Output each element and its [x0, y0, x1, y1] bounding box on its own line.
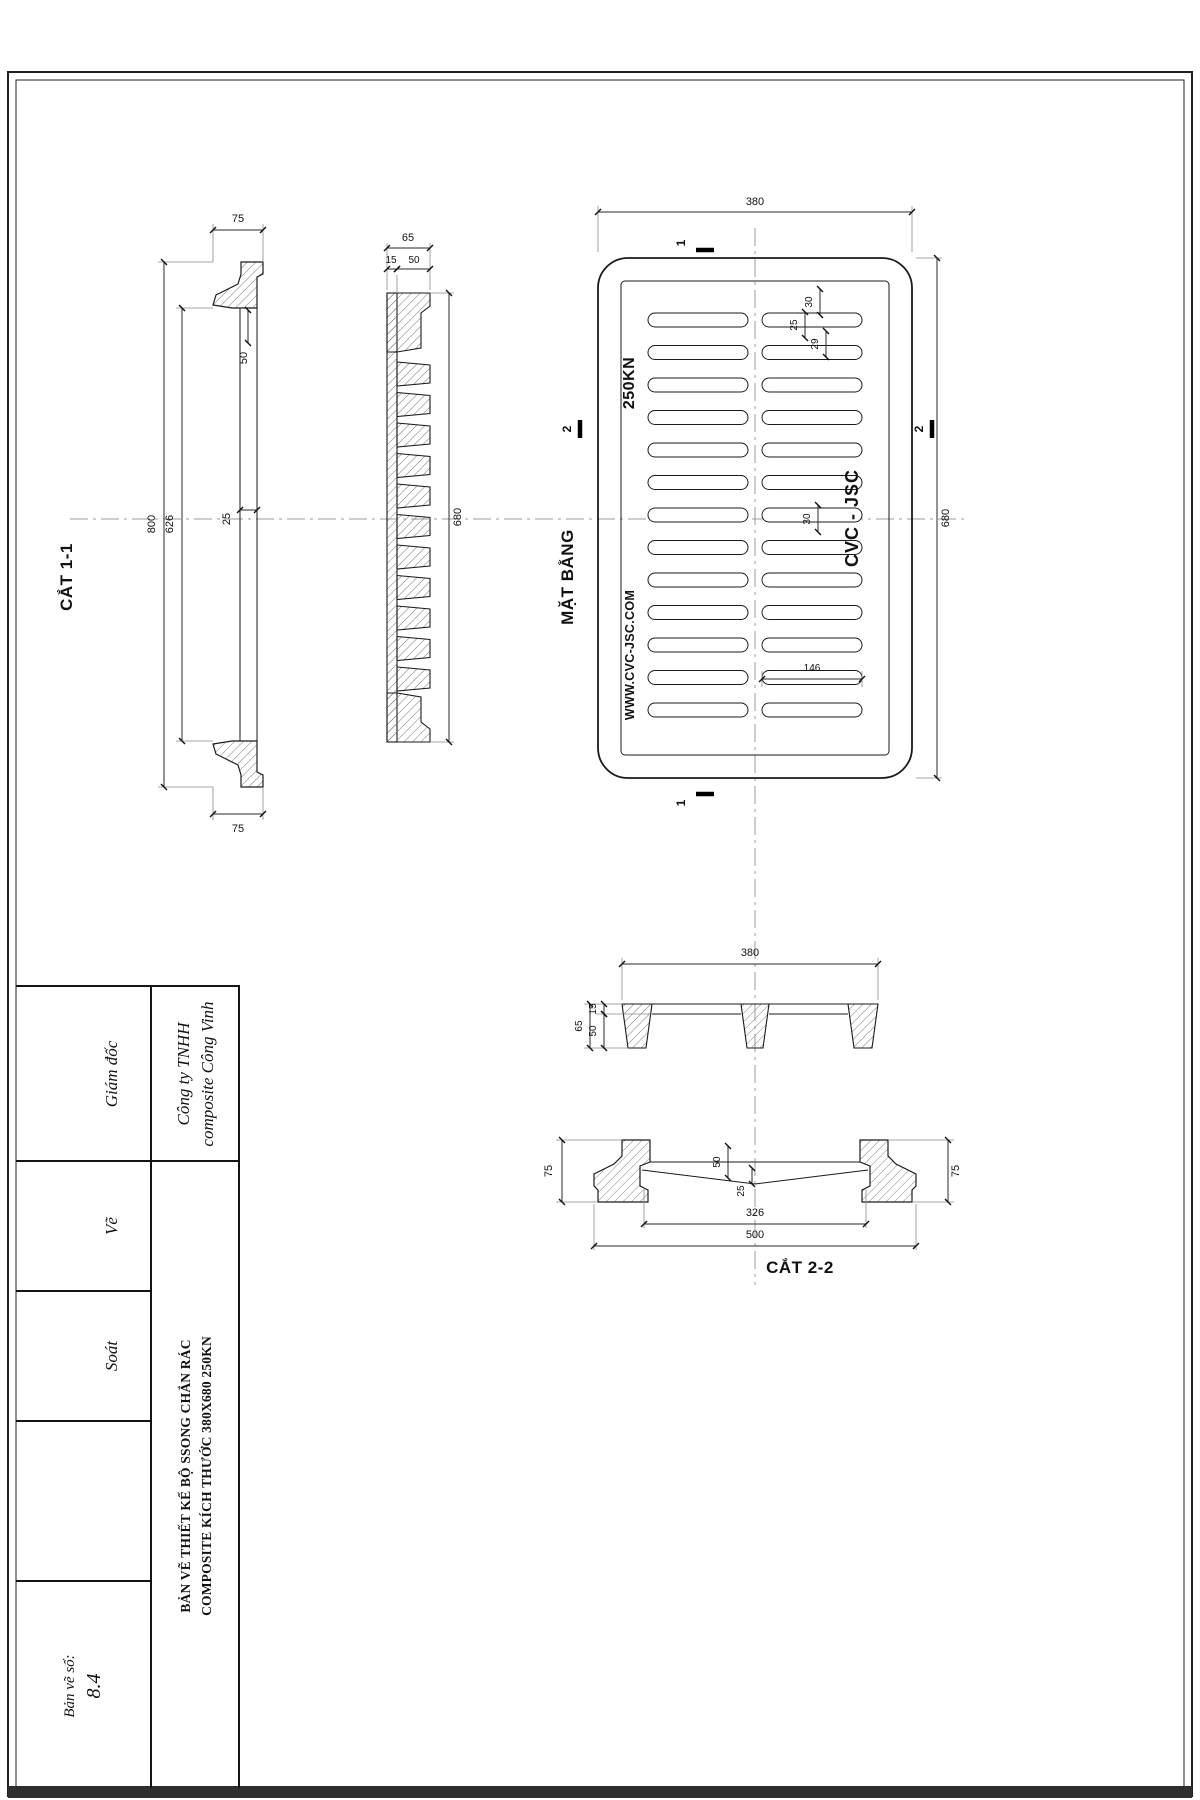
dim-25-web: 25 [221, 513, 233, 525]
role-director-label: Giám đốc [102, 1040, 122, 1107]
brand-marking: CVC - JSC [842, 469, 862, 567]
sheet-frame [7, 71, 1193, 1798]
dim-50-cover: 50 [588, 1025, 599, 1037]
dim-75-bottom: 75 [232, 823, 244, 835]
dim-50: 50 [408, 255, 420, 266]
dim-30-mid: 30 [802, 513, 813, 525]
section-1-label-bottom: 1 [674, 799, 688, 806]
dim-75-frame-right: 75 [950, 1165, 962, 1177]
plan-view-title: MẶT BẰNG [558, 529, 577, 625]
drawing-number: Bản vẽ số: 8.4 [59, 1654, 107, 1717]
drawing-title-line1: BẢN VẼ THIẾT KẾ BỘ SSONG CHẮN RÁC [178, 1339, 193, 1613]
website-marking: WWW.CVC-JSC.COM [623, 590, 637, 720]
cover-center-rib [740, 1003, 770, 1049]
grate-inner-edge [620, 280, 890, 756]
title-block: Giám đốc Vẽ Soát Bản vẽ số: 8.4 Công ty … [16, 985, 240, 1788]
dim-75-frame-left: 75 [543, 1165, 555, 1177]
dim-30-a: 30 [804, 296, 815, 308]
dim-380-plan: 380 [746, 196, 764, 208]
dim-75-top: 75 [232, 213, 244, 225]
section-1-1-title: CẮT 1-1 [57, 543, 76, 611]
dim-50-frame: 50 [712, 1156, 723, 1168]
role-check-label: Soát [102, 1340, 122, 1372]
dim-65: 65 [402, 232, 414, 244]
dim-380-cover: 380 [741, 947, 759, 959]
cover-end-left [621, 1003, 653, 1049]
dim-500: 500 [746, 1229, 764, 1241]
titleblock-cell-check: Soát [16, 1292, 150, 1422]
dim-15: 15 [385, 255, 397, 266]
grate-outer-frame [597, 257, 913, 779]
frame-profile-top [212, 261, 264, 309]
frame-profile-right [859, 1139, 917, 1203]
section-2-2-title: CẮT 2-2 [766, 1258, 834, 1277]
section-2-label-right: 2 [912, 425, 926, 432]
section-1-label-top: 1 [674, 239, 688, 246]
cover-end-right [847, 1003, 879, 1049]
dim-50-seat: 50 [238, 352, 250, 364]
titleblock-cell-empty [16, 1422, 150, 1582]
section-2-label-left: 2 [560, 425, 574, 432]
company-name: Công ty TNHH composite Công Vinh [172, 1001, 220, 1146]
drawing-title-line2: COMPOSITE KÍCH THƯỚC 380X680 250KN [199, 1336, 214, 1616]
view-bar-section: 65 15 50 680 [383, 232, 464, 746]
cover-plate-section [386, 292, 398, 743]
dim-25-frame: 25 [736, 1185, 747, 1197]
end-bar-top [386, 292, 431, 353]
company-name-line2: composite Công Vinh [198, 1000, 217, 1147]
view-section-2-2-cover: 380 15 50 65 [574, 947, 882, 1052]
company-name-line1: Công ty TNHH [174, 1022, 193, 1125]
frame-profile-bottom [212, 740, 264, 788]
dim-15-cover: 15 [588, 1003, 599, 1015]
view-section-1-1: 75 75 50 25 626 800 CẮT 1-1 [57, 213, 267, 835]
titleblock-cell-draw: Vẽ [16, 1162, 150, 1292]
drawing-number-label: Bản vẽ số: [62, 1654, 78, 1718]
dim-146-slot: 146 [804, 663, 821, 674]
drawing-number-value: 8.4 [83, 1673, 105, 1699]
dim-680-bar: 680 [452, 508, 464, 526]
dim-65-cover: 65 [574, 1020, 585, 1032]
titleblock-cell-director: Giám đốc [16, 987, 150, 1162]
titleblock-cell-title: BẢN VẼ THIẾT KẾ BỘ SSONG CHẮN RÁC COMPOS… [152, 1162, 240, 1790]
end-bar-bottom [386, 692, 431, 743]
titleblock-cell-number: Bản vẽ số: 8.4 [16, 1582, 150, 1790]
dim-626: 626 [164, 515, 176, 533]
titleblock-right-column: Công ty TNHH composite Công Vinh BẢN VẼ … [150, 987, 240, 1788]
dim-800: 800 [146, 515, 158, 533]
sheet-bottom-bar [8, 1786, 1192, 1798]
dim-326: 326 [746, 1207, 764, 1219]
load-rating-marking: 250KN [621, 357, 638, 409]
dim-25: 25 [789, 319, 800, 331]
dim-680-plan: 680 [940, 509, 952, 527]
role-draw-label: Vẽ [102, 1217, 122, 1235]
view-plan: 250KN CVC - JSC WWW.CVC-JSC.COM 380 680 … [558, 196, 952, 806]
drawing-title: BẢN VẼ THIẾT KẾ BỘ SSONG CHẮN RÁC COMPOS… [175, 1336, 217, 1616]
view-section-2-2-frame: 75 75 50 25 326 500 CẮT 2-2 [543, 1136, 962, 1277]
dim-29: 29 [810, 338, 821, 350]
rib-teeth [396, 361, 431, 692]
titleblock-cell-company: Công ty TNHH composite Công Vinh [152, 987, 240, 1162]
frame-profile-left [593, 1139, 651, 1203]
